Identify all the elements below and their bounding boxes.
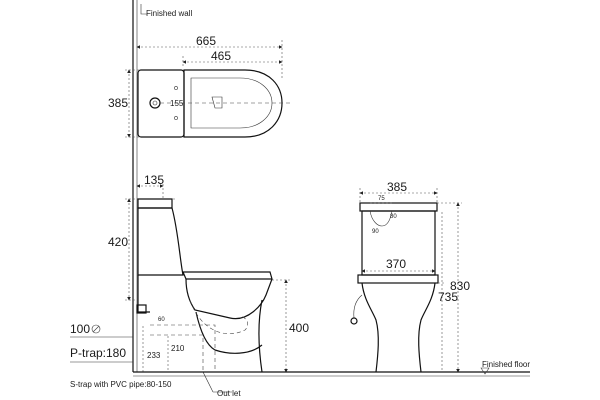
no-symbol-icon (91, 324, 101, 334)
dim-side-420: 420 (108, 235, 128, 249)
outlet-label: Out let (217, 389, 241, 398)
side-view: 135 420 400 233 210 60 100 (70, 173, 309, 398)
dim-front-75: 75 (378, 196, 385, 202)
dim-top-465: 465 (211, 49, 231, 63)
dim-front-735: 735 (438, 290, 458, 304)
front-view: 385 75 80 90 370 830 735 (350, 180, 470, 373)
finished-floor: Finished floor (133, 360, 530, 377)
dim-front-90: 90 (372, 229, 379, 235)
side-tank (137, 198, 173, 209)
top-view: 665 465 385 155 (108, 34, 292, 138)
dim-side-60: 60 (158, 317, 165, 323)
finished-floor-label: Finished floor (482, 360, 530, 369)
dim-front-80: 80 (390, 214, 397, 220)
top-flush-button (149, 97, 161, 109)
dim-top-385: 385 (108, 96, 128, 110)
front-seat (357, 274, 439, 284)
side-seat (182, 271, 273, 280)
dim-top-155: 155 (170, 99, 184, 108)
p-trap-label: P-trap:180 (70, 346, 126, 360)
dim-front-385: 385 (387, 180, 407, 194)
front-tank (359, 202, 438, 212)
finished-wall-label: Finished wall (146, 9, 192, 18)
dim-top-665: 665 (196, 34, 216, 48)
top-bowl (183, 69, 283, 138)
dim-side-233: 233 (147, 351, 161, 360)
water-inlet-icon (350, 317, 358, 325)
floor-outlet-label: 100 (70, 322, 90, 336)
s-trap-note: S-trap with PVC pipe:80-150 (70, 380, 172, 389)
dim-side-400: 400 (289, 321, 309, 335)
dim-side-135: 135 (144, 173, 164, 187)
dim-front-370: 370 (386, 257, 406, 271)
side-bowl (185, 278, 273, 320)
front-pedestal (361, 282, 379, 373)
dim-side-210: 210 (171, 344, 185, 353)
dim-front-830: 830 (450, 279, 470, 293)
